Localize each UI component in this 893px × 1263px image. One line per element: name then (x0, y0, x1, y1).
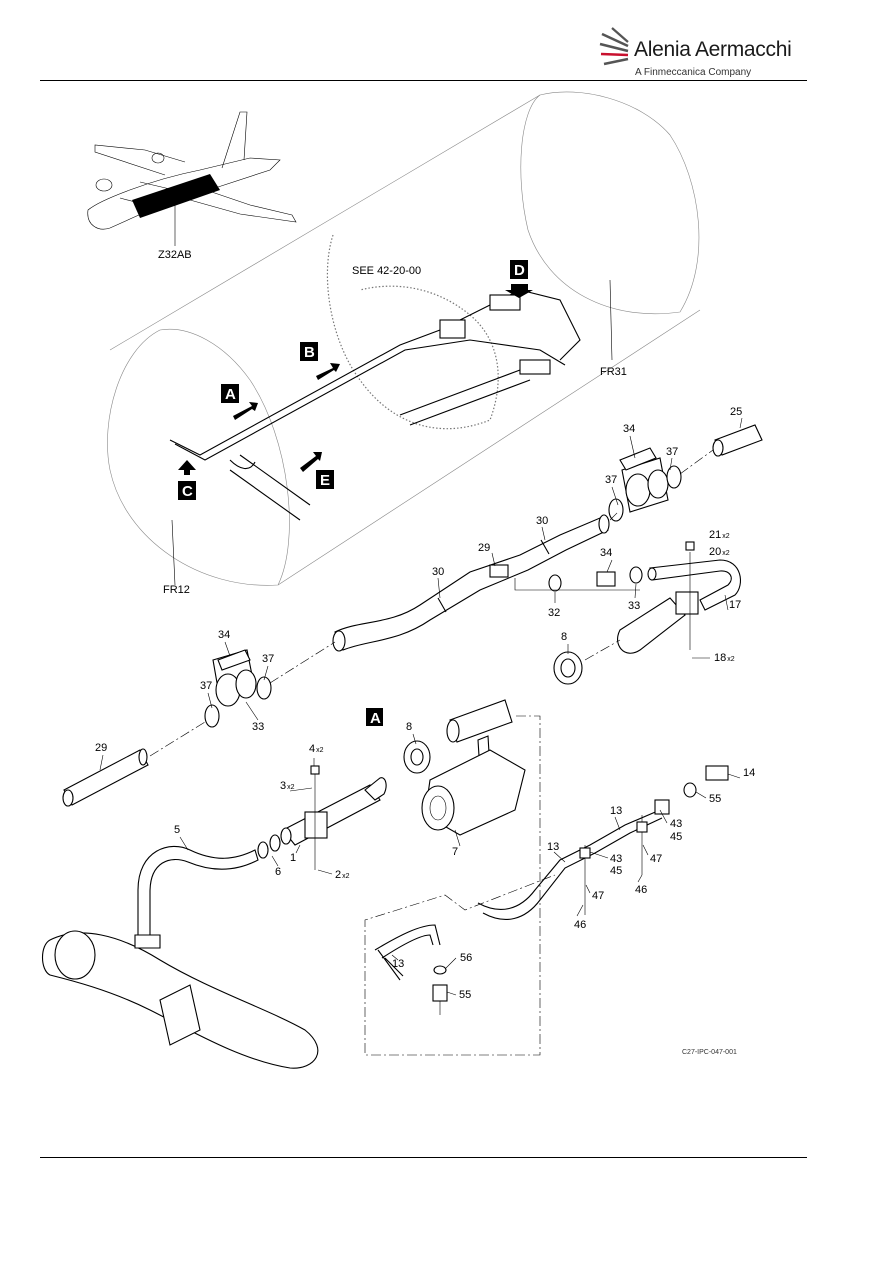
item-37-lower-right: 37 (262, 653, 274, 665)
item-56-upper: 55 (709, 793, 721, 805)
item-16: 17 (729, 599, 741, 611)
item-43-upper: 43 (670, 818, 682, 830)
company-logo: Alenia Aermacchi A Finmeccanica Company (598, 24, 798, 80)
item-47-lower: 47 (592, 890, 604, 902)
frame-fwd-label: FR12 (163, 584, 190, 596)
aircraft-locator-illustration (87, 111, 297, 246)
bracket-1-assembly (280, 765, 387, 870)
item-8-upper: 8 (561, 631, 567, 643)
item-3: 3x2 (280, 780, 295, 792)
item-17: 18x2 (714, 652, 735, 664)
item-30-left: 32 (548, 607, 560, 619)
duct-20-assembly (332, 514, 610, 652)
item-13-lower: 13 (392, 958, 404, 970)
item-6: 6 (275, 866, 281, 878)
elbow-16 (617, 541, 741, 654)
clamp-8-lower (257, 834, 281, 859)
item-2: 2x2 (335, 869, 350, 881)
detail-a-heater-unit: A (364, 699, 556, 1056)
item-47-upper: 47 (650, 853, 662, 865)
detail-a-label: A (370, 710, 381, 727)
item-37-upper-left: 37 (605, 474, 617, 486)
hose-route (169, 289, 581, 521)
item-46-lower: 46 (574, 919, 586, 931)
item-13-upper: 13 (610, 805, 622, 817)
item-30-right: 33 (628, 600, 640, 612)
item-7: 7 (452, 846, 458, 858)
view-callouts: A B C D E (178, 260, 533, 500)
item-55: 55 (459, 989, 471, 1001)
aircraft-fan-logo-icon (599, 27, 629, 66)
item-37-upper-right: 37 (666, 446, 678, 458)
item-20: 29 (478, 542, 490, 554)
fuselage-cylinder (107, 91, 701, 586)
leader-lines (99, 417, 743, 996)
footer-rule (40, 1157, 807, 1158)
reference-label: SEE 42-20-00 (352, 265, 421, 277)
company-subtitle: A Finmeccanica Company (635, 67, 752, 78)
item-45-upper: 45 (670, 831, 682, 843)
view-c-label: C (182, 483, 193, 500)
item-21: 29 (95, 742, 107, 754)
item-29-right: 30 (536, 515, 548, 527)
frame-aft-label: FR31 (600, 366, 627, 378)
duct-25 (712, 424, 763, 457)
item-43-lower: 43 (610, 853, 622, 865)
zone-label: Z32AB (158, 249, 192, 261)
item-46-upper: 46 (635, 884, 647, 896)
item-56-lower: 56 (460, 952, 472, 964)
clamp-30-sleeve-32 (514, 566, 643, 592)
item-8-lower: 8 (406, 721, 412, 733)
view-b-label: B (304, 344, 315, 361)
item-4: 4x2 (309, 743, 324, 755)
item-32: 34 (600, 547, 612, 559)
detail-tube-13-fitting-55 (374, 924, 448, 1015)
item-34-upper: 34 (623, 423, 635, 435)
item-45-lower: 45 (610, 865, 622, 877)
item-13-middle: 13 (547, 841, 559, 853)
item-19: 21x2 (709, 529, 730, 541)
tube-13-assembly (477, 765, 729, 920)
item-callouts: 25 34 37 37 30 21x2 29 34 20x2 30 17 32 … (95, 406, 755, 1001)
item-34-lower: 34 (218, 629, 230, 641)
duct-21 (62, 748, 149, 807)
item-18: 20x2 (709, 546, 730, 558)
hose-5-and-duct (41, 845, 319, 1069)
header-rule (40, 80, 807, 81)
item-14: 14 (743, 767, 755, 779)
clamp-8-upper (553, 651, 583, 685)
figure-id: C27-IPC-047-001 (682, 1049, 737, 1056)
item-1: 1 (290, 852, 296, 864)
view-e-label: E (320, 472, 330, 489)
support-33-lower (204, 649, 272, 728)
view-d-label: D (514, 262, 525, 279)
support-33-upper (608, 447, 682, 522)
item-33: 33 (252, 721, 264, 733)
item-37-lower-left: 37 (200, 680, 212, 692)
company-name: Alenia Aermacchi (634, 38, 792, 61)
view-a-label: A (225, 386, 236, 403)
item-5: 5 (174, 824, 180, 836)
item-29-left: 30 (432, 566, 444, 578)
item-25: 25 (730, 406, 742, 418)
